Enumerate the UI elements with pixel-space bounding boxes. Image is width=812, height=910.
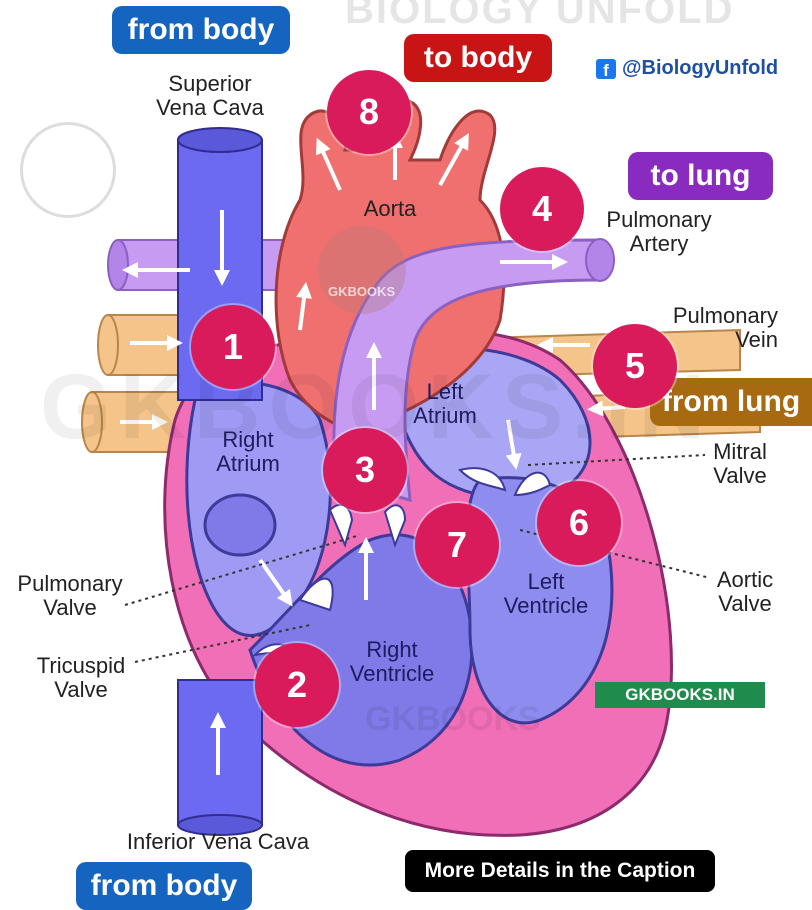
- pill-from-body-top: from body: [112, 6, 290, 54]
- step-badge-3: 3: [323, 428, 407, 512]
- step-badge-8: 8: [327, 70, 411, 154]
- label-aortic-valve: Aortic Valve: [700, 568, 790, 616]
- step-badge-6: 6: [537, 481, 621, 565]
- pill-to-lung: to lung: [628, 152, 773, 200]
- pill-to-body: to body: [404, 34, 552, 82]
- pill-from-body-bottom: from body: [76, 862, 252, 910]
- facebook-icon-glyph: f: [603, 61, 609, 80]
- label-pulmonary-valve: Pulmonary Valve: [0, 572, 140, 620]
- label-inferior-vena-cava: Inferior Vena Cava: [100, 830, 336, 854]
- watermark-top: BIOLOGY UNFOLD: [345, 0, 734, 33]
- label-superior-vena-cava: Superior Vena Cava: [135, 72, 285, 120]
- label-mitral-valve: Mitral Valve: [700, 440, 780, 488]
- logo-circle: [318, 226, 406, 314]
- step-badge-5: 5: [593, 324, 677, 408]
- step-badge-2: 2: [255, 643, 339, 727]
- logo-circle-text: GKBOOKS: [328, 284, 395, 299]
- label-right-atrium: Right Atrium: [202, 428, 294, 476]
- seal-logo: [20, 122, 116, 218]
- label-left-atrium: Left Atrium: [400, 380, 490, 428]
- label-pulmonary-artery: Pulmonary Artery: [595, 208, 723, 256]
- label-right-ventricle: Right Ventricle: [334, 638, 450, 686]
- step-badge-7: 7: [415, 503, 499, 587]
- label-tricuspid-valve: Tricuspid Valve: [18, 654, 144, 702]
- step-badge-1: 1: [191, 305, 275, 389]
- label-left-ventricle: Left Ventricle: [488, 570, 604, 618]
- social-handle[interactable]: @BiologyUnfold: [622, 57, 778, 80]
- watermark-lower: GKBOOKS: [365, 700, 541, 739]
- step-badge-4: 4: [500, 167, 584, 251]
- caption-button[interactable]: More Details in the Caption: [405, 850, 715, 892]
- coronary-sinus: [205, 495, 275, 555]
- pill-from-lung: from lung: [650, 378, 812, 426]
- site-badge: GKBOOKS.IN: [595, 682, 765, 708]
- label-aorta: Aorta: [350, 197, 430, 221]
